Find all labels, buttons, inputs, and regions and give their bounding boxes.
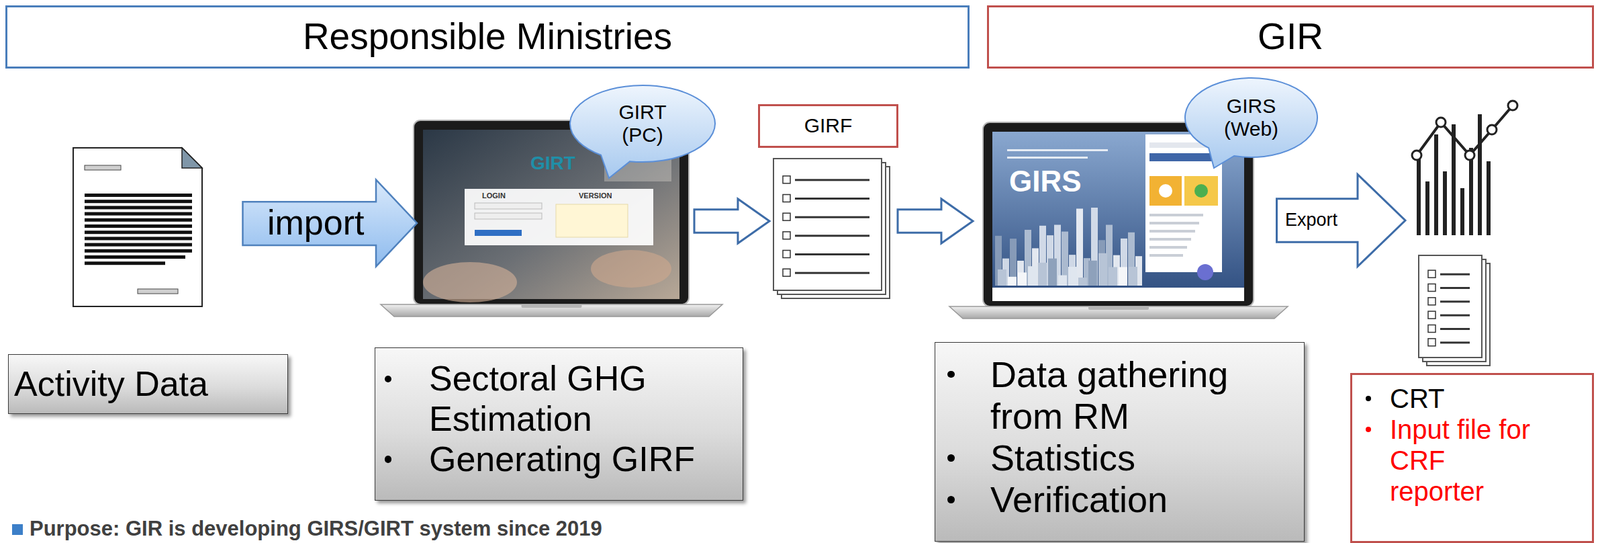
bullet-dot <box>947 370 955 379</box>
callout-bubble: GIRT (PC) <box>568 83 717 164</box>
header-band: GIR <box>986 5 1594 69</box>
node-content: GIRS (Web) <box>1217 94 1286 141</box>
bullet-text: Generating GIRF <box>429 439 736 480</box>
file-tag: GIRF <box>758 104 899 148</box>
screen-logo: GIRT <box>530 153 576 174</box>
document-icon <box>73 147 203 307</box>
export-arrow: Export <box>1275 173 1407 268</box>
node-content: GIRF <box>804 114 853 138</box>
bullet-dot <box>947 495 955 503</box>
node-content: import <box>267 202 364 244</box>
node-content: GIR <box>1257 15 1324 58</box>
node-content: GIRT (PC) <box>605 100 680 148</box>
node-text: GIRT (PC) <box>605 100 680 148</box>
flow-arrow <box>897 198 973 244</box>
screen-text: VERSION <box>578 191 613 200</box>
bullet-row: Generating GIRF <box>375 439 736 480</box>
node-text: GIRF <box>804 114 853 138</box>
bullet-dot <box>384 375 392 383</box>
bullet-text: Verification <box>990 478 1298 520</box>
purpose-note: Purpose: GIR is developing GIRS/GIRT sys… <box>29 516 603 540</box>
node-content: CRTInput file for CRF reporter <box>1352 382 1587 507</box>
screen-text: LOGIN <box>482 191 506 200</box>
import-arrow: import <box>241 178 419 268</box>
bullet-row: Sectoral GHG Estimation <box>375 358 736 440</box>
bullet-text: Statistics <box>990 436 1298 479</box>
chart-icon <box>1412 100 1518 235</box>
node-content: Data gathering from RMStatisticsVerifica… <box>935 353 1298 520</box>
node-text: GIRS (Web) <box>1217 94 1286 141</box>
data-box: Activity Data <box>8 353 289 414</box>
output-box: CRTInput file for CRF reporter <box>1350 372 1594 543</box>
node-text: Activity Data <box>14 363 209 405</box>
document-stack <box>773 158 890 299</box>
screen-logo: GIRS <box>1009 165 1082 198</box>
callout-bubble: GIRS (Web) <box>1183 76 1319 159</box>
bullet-row: Input file for CRF reporter <box>1352 413 1587 507</box>
document-stack <box>1418 255 1490 366</box>
bullet-square <box>12 523 23 535</box>
bullet-text: Input file for CRF reporter <box>1389 413 1539 507</box>
bubble-outline <box>1185 77 1318 168</box>
node-text: Export <box>1285 209 1338 231</box>
node-content: Responsible Ministries <box>302 15 673 58</box>
node-text: import <box>267 202 364 244</box>
node-content: Sectoral GHG EstimationGenerating GIRF <box>375 358 736 479</box>
node-content: Activity Data <box>14 363 209 405</box>
header-band: Responsible Ministries <box>5 5 970 69</box>
node-text: GIR <box>1257 15 1324 58</box>
bubble-outline <box>570 85 716 178</box>
arrow-outline <box>1277 174 1406 267</box>
bullet-dot <box>1365 426 1372 432</box>
arrow-outline <box>243 179 418 267</box>
flow-arrow <box>694 198 770 244</box>
bullet-text: Data gathering from RM <box>990 353 1298 437</box>
bullet-row: Statistics <box>935 436 1298 479</box>
bullet-text: Sectoral GHG Estimation <box>429 358 736 440</box>
process-box: Sectoral GHG EstimationGenerating GIRF <box>374 347 744 501</box>
node-content: Export <box>1285 209 1338 231</box>
bullet-dot <box>1365 395 1372 401</box>
process-box: Data gathering from RMStatisticsVerifica… <box>934 341 1305 542</box>
bullet-row: Data gathering from RM <box>935 353 1298 437</box>
bullet-dot <box>947 453 955 462</box>
bullet-text: CRT <box>1389 382 1539 414</box>
bullet-row: Verification <box>935 478 1298 520</box>
bullet-row: CRT <box>1352 382 1587 414</box>
node-text: Responsible Ministries <box>302 15 673 58</box>
bullet-dot <box>384 455 392 462</box>
